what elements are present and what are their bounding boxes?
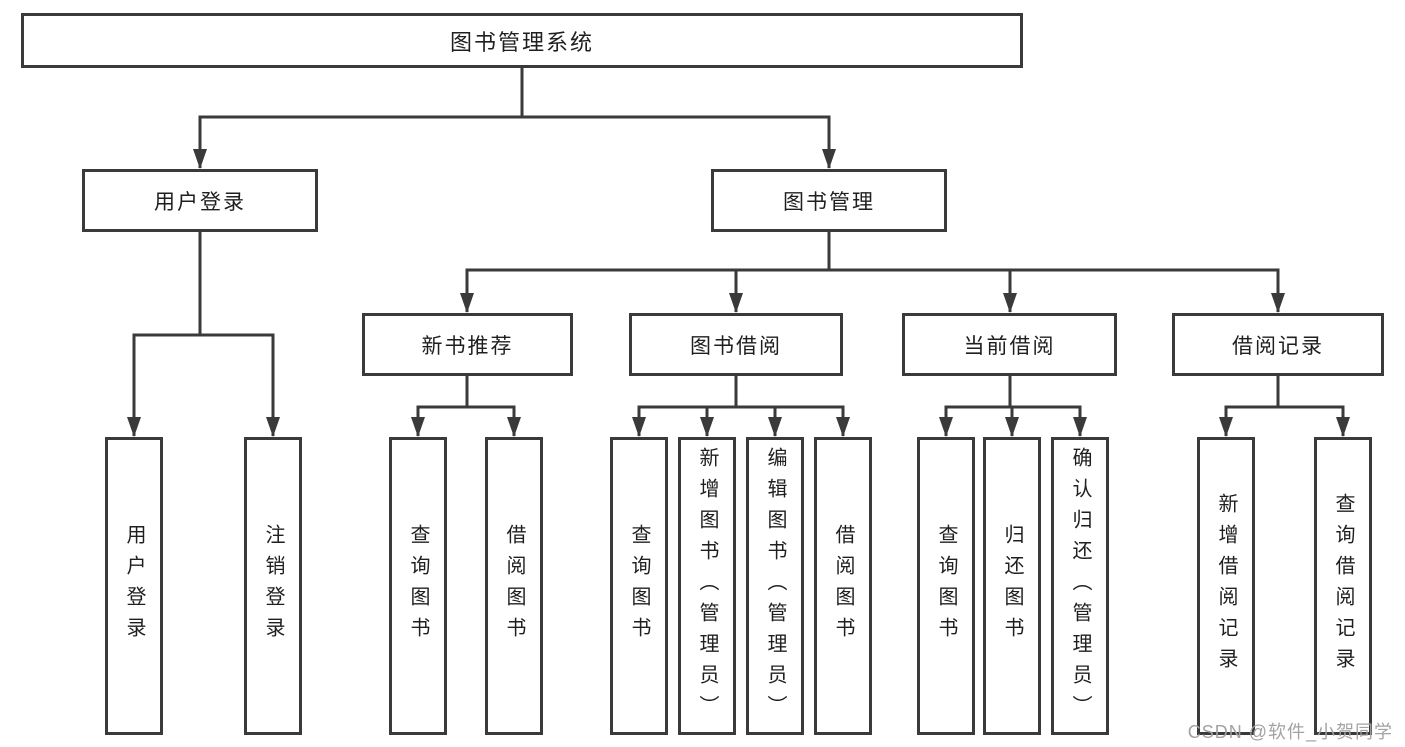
leaf-borrow-books-borrowing: 借阅图书 [814,437,872,735]
leaf-return-books: 归还图书 [983,437,1041,735]
node-label: 查询图书 [628,524,650,648]
node-label: 当前借阅 [963,334,1056,358]
connector-group [127,66,1350,437]
node-label: 用户登录 [154,190,246,214]
leaf-borrow-books-recommend: 借阅图书 [485,437,543,735]
leaf-query-books-borrowing: 查询图书 [610,437,668,735]
leaf-user-login: 用户登录 [105,437,163,735]
node-borrowing-records: 借阅记录 [1172,313,1384,376]
leaf-logout: 注销登录 [244,437,302,735]
leaf-confirm-return-admin: 确认归还（管理员） [1051,437,1109,735]
leaf-query-books-recommend: 查询图书 [389,437,447,735]
node-book-borrowing: 图书借阅 [629,313,843,376]
node-current-borrowing: 当前借阅 [902,313,1117,376]
leaf-add-book-admin: 新增图书（管理员） [678,437,736,735]
node-label: 借阅图书 [503,524,525,648]
node-label: 注销登录 [262,524,284,648]
node-label: 新书推荐 [421,334,514,358]
node-book-management: 图书管理 [711,169,947,232]
leaf-add-borrow-record: 新增借阅记录 [1197,437,1255,735]
leaf-query-books-current: 查询图书 [917,437,975,735]
node-label: 确认归还（管理员） [1069,446,1091,726]
node-label: 查询借阅记录 [1332,493,1354,679]
node-label: 查询图书 [935,524,957,648]
watermark: CSDN @软件_小贺同学 [1187,722,1393,742]
node-label: 归还图书 [1001,524,1023,648]
node-label: 编辑图书（管理员） [764,446,786,726]
node-label: 查询图书 [407,524,429,648]
node-root: 图书管理系统 [21,13,1023,68]
node-label: 借阅图书 [832,524,854,648]
node-label: 新增借阅记录 [1215,493,1237,679]
leaf-edit-book-admin: 编辑图书（管理员） [746,437,804,735]
node-new-book-recommend: 新书推荐 [362,313,573,376]
node-user-login: 用户登录 [82,169,318,232]
node-label: 用户登录 [123,524,145,648]
node-label: 新增图书（管理员） [696,446,718,726]
node-label: 借阅记录 [1232,334,1324,358]
leaf-query-borrow-record: 查询借阅记录 [1314,437,1372,735]
node-label: 图书管理 [783,190,875,214]
node-label: 图书借阅 [690,334,782,358]
node-label: 图书管理系统 [449,29,594,55]
